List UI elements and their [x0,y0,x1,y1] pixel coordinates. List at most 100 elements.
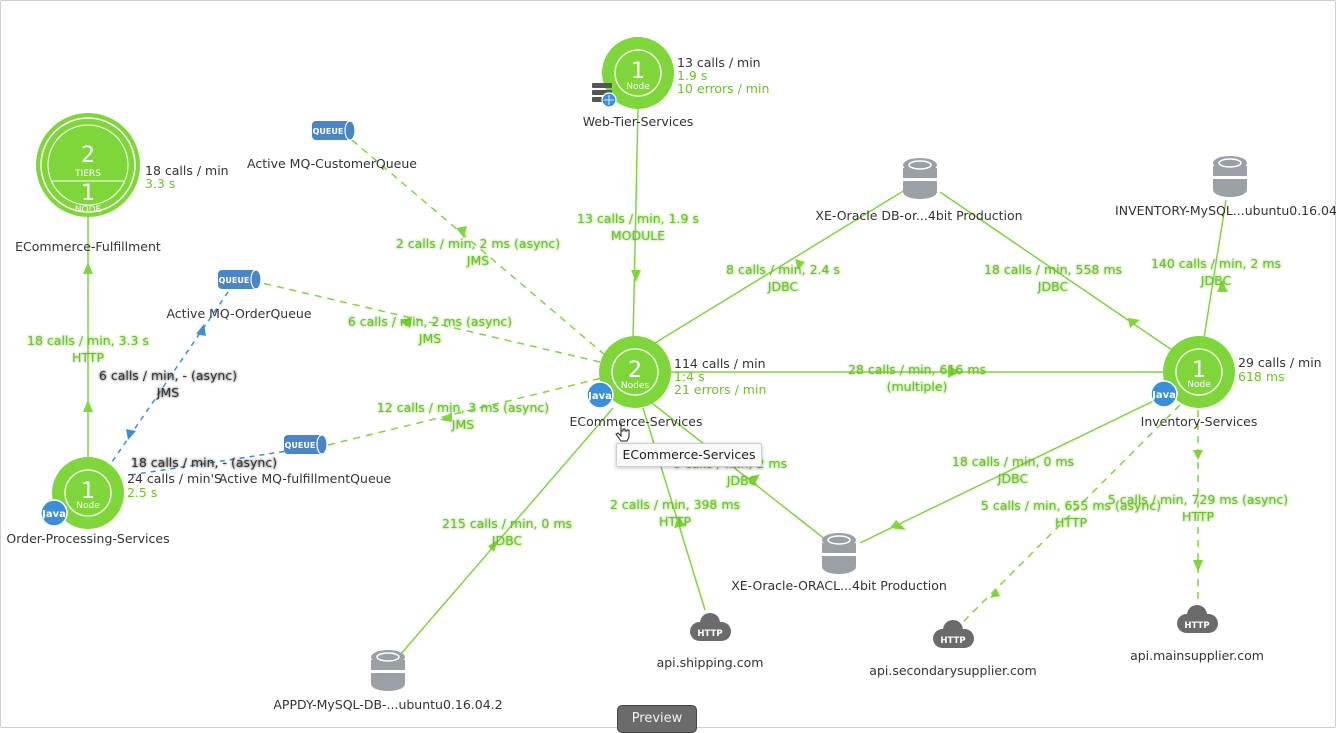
edge-ecom-to-qorder[interactable] [261,282,601,363]
edge-arrowheads [83,226,1228,598]
svg-text:HTTP: HTTP [1184,621,1209,631]
edge-label: 12 calls / min, 3 ms (async) [377,400,549,415]
http-cloud-icon: HTTP [1177,605,1218,633]
webserver-icon [592,83,617,108]
backend-name: api.mainsupplier.com [1130,648,1264,663]
edge-label-protocol: JDBC [1037,279,1069,294]
tier-node-order-processing-services[interactable]: 1 Node Java Order-Processing-Services 24… [6,457,222,546]
edge-label: 18 calls / min, 0 ms [952,454,1074,469]
node-count: 1 [1192,358,1206,383]
edge-ecom-to-dbappdy[interactable] [399,407,614,656]
backend-http-api-mainsupplier[interactable]: HTTP api.mainsupplier.com [1130,605,1264,663]
async-arrowheads [126,324,206,440]
arrow-icon [83,400,93,412]
edge-label-protocol: JDBC [491,533,523,548]
backend-http-api-secondarysupplier[interactable]: HTTP api.secondarysupplier.com [869,620,1037,678]
tier-response-time: 1:4 s [674,369,705,384]
backend-name: XE-Oracle-ORACL...4bit Production [731,578,947,593]
node-unit: Node [1187,380,1211,390]
backend-queue-fulfillment[interactable]: QUEUE Active MQ-fulfillmentQueue [219,434,392,486]
edge-ecom-to-dbxe1[interactable] [654,189,906,344]
arrow-icon [795,259,805,270]
svg-text:Java: Java [41,509,66,520]
arrow-icon [1193,560,1203,572]
edge-qfulfill-to-order[interactable] [129,449,295,476]
edge-qfulfill-to-ecom[interactable] [327,377,603,446]
java-icon: Java [40,499,68,527]
edge-label-protocol: JDBC [1200,273,1232,288]
edge-label-protocol: HTTP [1182,509,1214,524]
backend-name: INVENTORY-MySQL...ubuntu0.16.04. [1115,203,1336,218]
edge-inv-to-dbxe2[interactable] [859,392,1171,544]
edge-label: 28 calls / min, 616 ms [848,362,986,377]
arrow-icon [748,474,760,486]
preview-button[interactable]: Preview [617,705,697,733]
arrow-icon [948,365,960,378]
backend-name: api.secondarysupplier.com [869,663,1036,678]
group-node-label: NODE [75,205,102,215]
tier-node-ecommerce-services[interactable]: 2 Nodes Java ECommerce-Services 114 call… [570,336,767,429]
svg-text:HTTP: HTTP [697,629,722,639]
queue-icon: QUEUE [284,434,328,455]
edge-label: 5 calls / min, 729 ms (async) [1108,492,1288,507]
edge-ecom-to-httpship[interactable] [642,407,706,611]
edge-label-protocol: JDBC [726,473,758,488]
backend-name: api.shipping.com [657,655,764,670]
backend-database-appdy-mysql[interactable]: APPDY-MySQL-DB-...ubuntu0.16.04.2 [273,650,503,712]
database-icon [903,158,937,199]
arrow-icon [631,270,641,282]
edge-label: 8 calls / min, 2.4 s [726,262,840,277]
edge-label-protocol: JDBC [997,471,1029,486]
svg-text:HTTP: HTTP [940,636,965,646]
edge-label-protocol: (multiple) [887,379,948,394]
svg-text:QUEUE: QUEUE [219,276,250,285]
tier-name: Order-Processing-Services [6,531,169,546]
node-unit: Node [626,82,650,92]
tier-errors-metric: 10 errors / min [677,81,769,96]
edge-label: 5 calls / min, 655 ms (async) [981,498,1161,513]
tier-name: Inventory-Services [1141,414,1258,429]
arrow-icon [1217,280,1228,292]
database-icon [371,650,405,691]
backend-queue-order[interactable]: QUEUE Active MQ-OrderQueue [166,269,312,321]
arrow-icon [196,324,206,336]
arrow-icon [126,429,136,440]
backend-database-xe-oracle-oracl[interactable]: XE-Oracle-ORACL...4bit Production [731,533,947,593]
edge-inv-to-dbinv[interactable] [1203,199,1227,339]
node-count: 1 [81,479,95,504]
queue-icon: QUEUE [312,120,356,141]
edge-label: 2 calls / min, 398 ms [610,497,740,512]
edge-label: 13 calls / min, 1.9 s [577,211,699,226]
edge-label-protocol: MODULE [611,228,665,243]
group-tier-count: 2 [81,143,95,168]
backend-name: Active MQ-CustomerQueue [247,156,417,171]
edge-label: 18 calls / min, 558 ms [984,262,1122,277]
http-cloud-icon: HTTP [690,613,731,641]
edge-ecom-to-dbxe2[interactable] [647,399,827,541]
tier-node-inventory-services[interactable]: 1 Node Java Inventory-Services 29 calls … [1141,336,1322,429]
arrow-icon [440,412,452,422]
edge-label-protocol: HTTP [659,514,691,529]
tier-node-web-tier-services[interactable]: 1 Node Web-Tier-Services 13 calls / min … [583,37,770,129]
edge-label-protocol: JMS [418,331,441,346]
edge-web-to-ecom[interactable] [632,107,639,341]
edge-qcust-to-ecom[interactable] [351,139,606,356]
tier-calls-metric: 13 calls / min [677,55,761,70]
edge-label: 2 calls / min, 2 ms (async) [396,236,560,251]
tier-name: Web-Tier-Services [583,114,694,129]
edge-label-protocol: JDBC [767,279,799,294]
tier-group-ecommerce-fulfillment[interactable]: 2 TIERS 1 NODE ECommerce-Fulfillment 18 … [15,113,229,254]
arrow-icon [83,262,93,274]
backend-name: XE-Oracle DB-or...4bit Production [815,208,1022,223]
backend-database-inventory-mysql[interactable]: INVENTORY-MySQL...ubuntu0.16.04. [1115,156,1336,218]
hand-cursor-icon [615,423,630,442]
backend-http-api-shipping[interactable]: HTTP api.shipping.com [657,613,764,670]
arrow-icon [990,588,1000,598]
backend-database-xe-oracle-db[interactable]: XE-Oracle DB-or...4bit Production [815,158,1023,223]
tier-response-time: 1.9 s [677,68,707,83]
arrow-icon [456,226,467,238]
tier-calls-metric: 18 calls / min [145,163,229,178]
edge-label-protocol: HTTP [1055,515,1087,530]
backend-name: APPDY-MySQL-DB-...ubuntu0.16.04.2 [273,697,502,712]
backend-queue-customer[interactable]: QUEUE Active MQ-CustomerQueue [247,120,417,171]
